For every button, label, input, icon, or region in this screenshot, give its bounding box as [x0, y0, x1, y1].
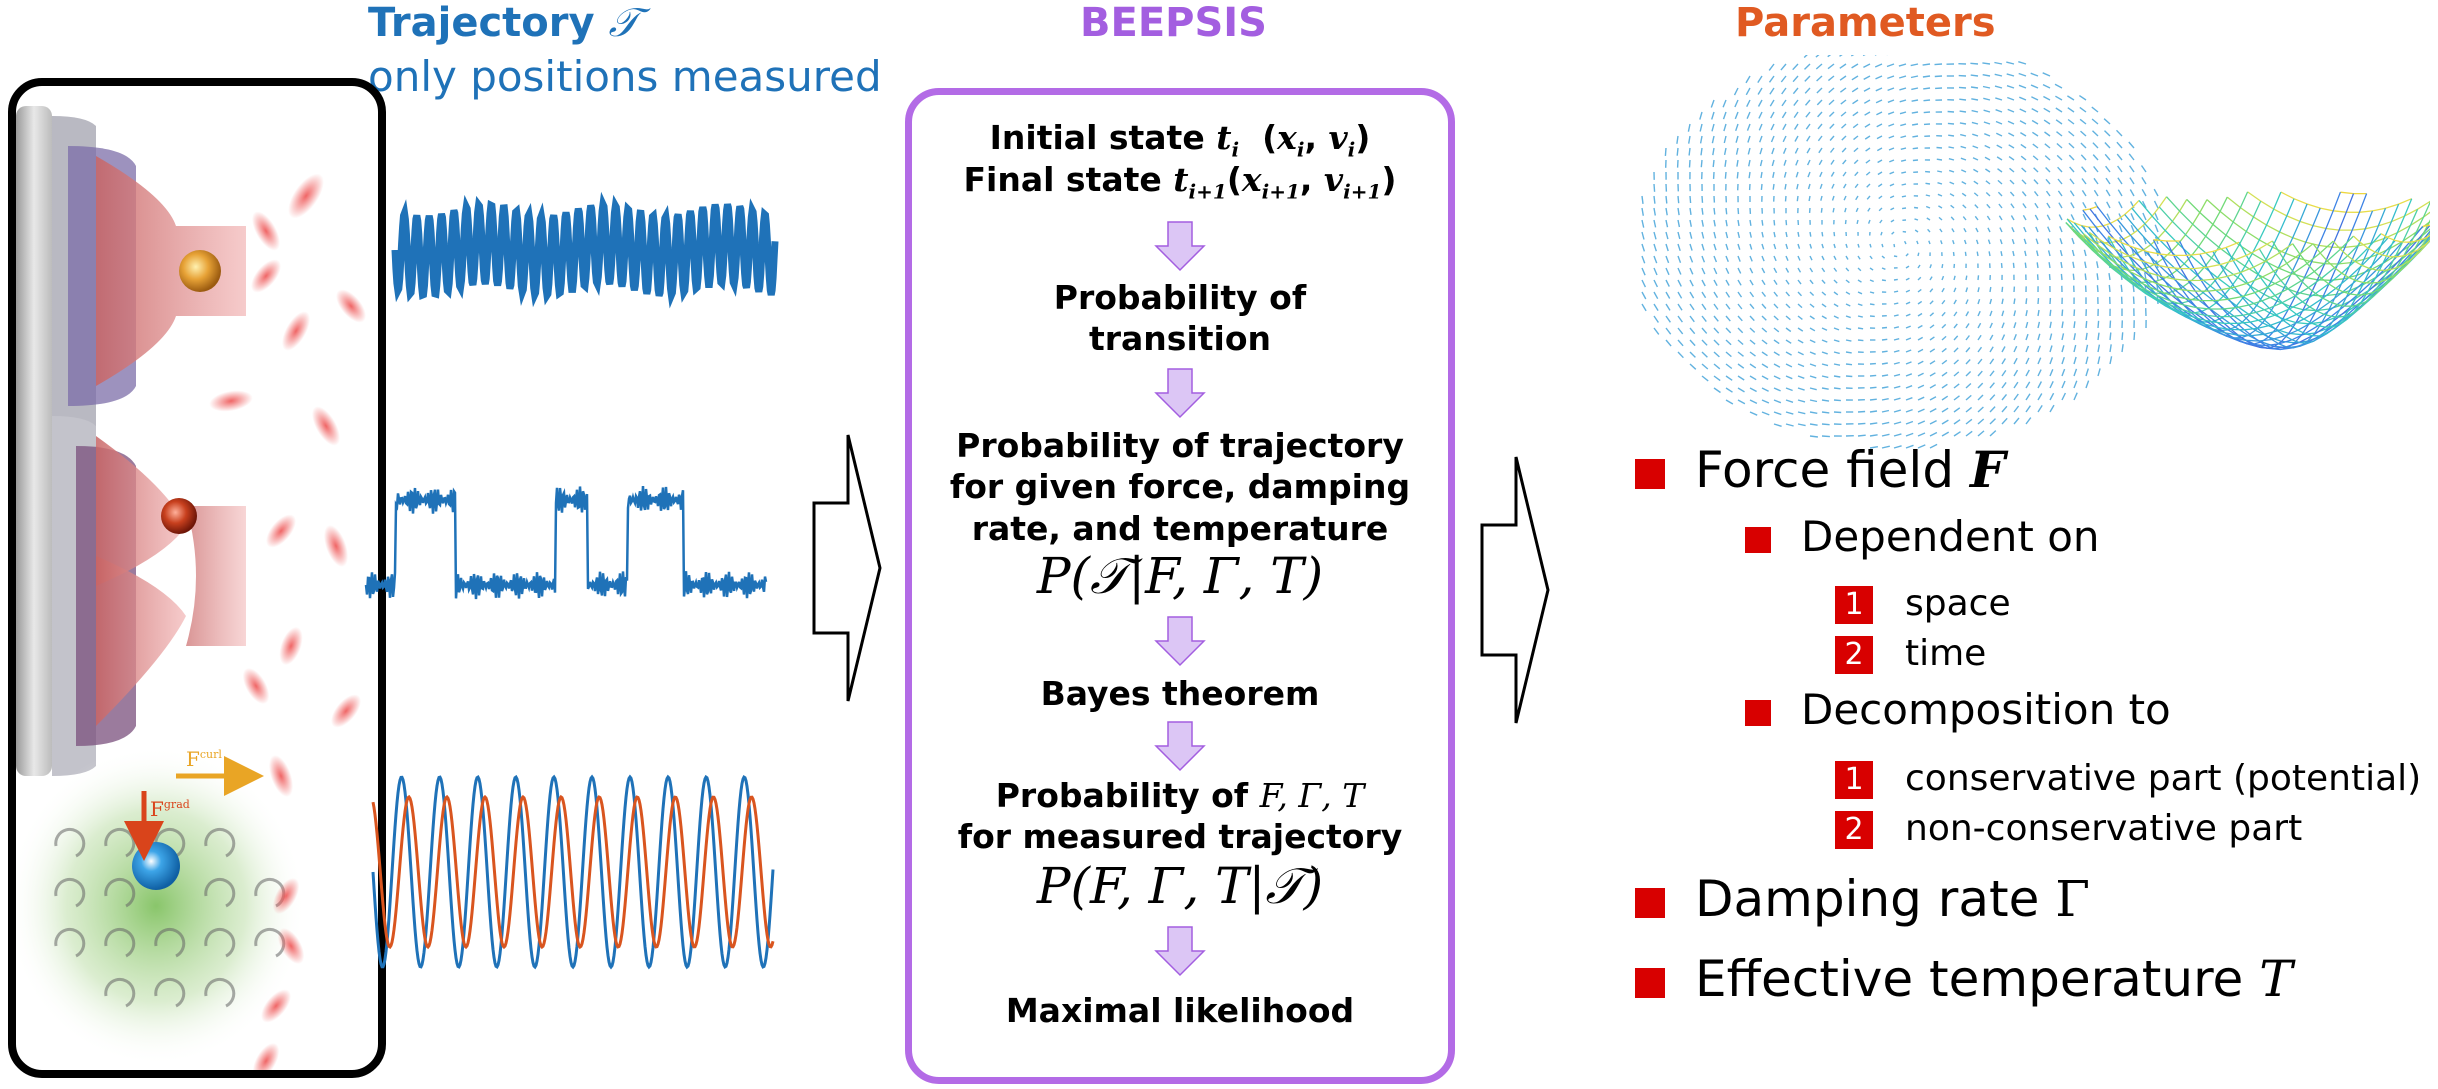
signal-telegraph-path	[364, 486, 768, 600]
signal-two-component	[371, 774, 775, 970]
curl-force-label: Fcurl	[186, 747, 222, 771]
initial-state: Initial state ti (xi, vi)	[989, 118, 1371, 162]
step-posterior-line1: Probability of F, Γ, T	[995, 776, 1365, 815]
bullet-square	[1635, 967, 1665, 998]
vortex-field: Fcurl Fgrad	[16, 746, 306, 1066]
signal-x-path	[371, 774, 775, 970]
trajectory-likelihood-formula: P(𝒯|F, Γ, T)	[1036, 547, 1324, 605]
arrow-to-beepsis	[812, 434, 882, 702]
signal-oscillation-path	[391, 191, 779, 309]
step-transition: Probability of transition	[912, 277, 1448, 360]
grad-force-label: Fgrad	[150, 797, 190, 821]
parameters-title: Parameters	[1735, 0, 1996, 46]
gold-particle	[179, 250, 221, 292]
flow-arrow-3	[1154, 616, 1206, 667]
step-maximal-likelihood: Maximal likelihood	[1005, 991, 1355, 1030]
experiment-illustrations: Fcurl Fgrad	[16, 106, 366, 1070]
beepsis-flow-box: Initial state ti (xi, vi) Final state ti…	[905, 88, 1455, 1084]
vector-field	[1641, 55, 2159, 449]
bullet-square	[1635, 458, 1665, 489]
flow-arrow-1	[1154, 221, 1206, 272]
signal-oscillation	[391, 191, 779, 309]
scattering-specks	[209, 173, 366, 1070]
trajectory-symbol: 𝒯	[608, 0, 640, 46]
param-damping: Damping rate Γ	[1635, 870, 2090, 928]
force-field-visual	[1641, 55, 2430, 449]
blue-particle	[132, 842, 180, 890]
step-trajectory-line1: Probability of trajectory	[956, 426, 1404, 465]
step-bayes: Bayes theorem	[1040, 674, 1320, 713]
flow-arrow-5	[1154, 926, 1206, 977]
flow-arrow-2	[1154, 368, 1206, 419]
step-posterior: Probability of F, Γ, T for measured traj…	[912, 775, 1448, 858]
param-temperature: Effective temperature T	[1635, 950, 2293, 1008]
bullet-square	[1745, 699, 1771, 726]
step-transition-line2: transition	[1088, 319, 1271, 359]
experiment-panel: Fcurl Fgrad	[8, 78, 386, 1078]
step-trajectory-probability: Probability of trajectory for given forc…	[912, 425, 1448, 549]
trajectory-title: Trajectory 𝒯	[368, 0, 639, 46]
param-decomposition: Decomposition to	[1745, 685, 2171, 734]
optical-trap-middle	[16, 416, 246, 776]
optical-trap-top	[16, 106, 246, 436]
step-transition-line1: Probability of	[1053, 278, 1307, 317]
param-force-field: Force field F	[1635, 440, 2005, 499]
trajectory-title-text: Trajectory	[368, 0, 595, 46]
flow-arrow-4	[1154, 721, 1206, 772]
arrow-to-parameters	[1480, 456, 1550, 724]
bullet-square	[1635, 887, 1665, 918]
final-state: Final state ti+1(xi+1, vi+1)	[963, 160, 1397, 204]
step-trajectory-line2: for given force, damping	[949, 467, 1411, 507]
param-dependent-on: Dependent on	[1745, 512, 2100, 561]
posterior-formula: P(F, Γ, T|𝒯)	[1036, 857, 1324, 915]
red-particle	[161, 498, 197, 534]
step-posterior-line2: for measured trajectory	[957, 817, 1403, 857]
signal-y-path	[371, 794, 775, 950]
signal-telegraph	[364, 486, 768, 600]
trajectory-subtitle: only positions measured	[368, 52, 882, 101]
beepsis-title: BEEPSIS	[1080, 0, 1267, 46]
bullet-square	[1745, 526, 1771, 553]
potential-surface	[2065, 191, 2430, 351]
step-trajectory-line3: rate, and temperature	[971, 508, 1389, 548]
